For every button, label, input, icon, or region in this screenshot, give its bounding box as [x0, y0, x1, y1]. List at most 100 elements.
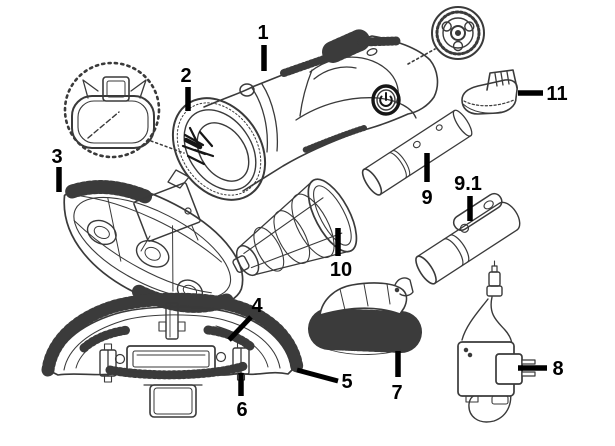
charger-barrel-plug	[486, 260, 503, 297]
tube-lock-hole-2	[435, 124, 443, 131]
cone-rim-outer	[307, 178, 358, 253]
port-screw-left	[114, 353, 126, 365]
adapter-opening	[415, 255, 437, 285]
brush-canopy	[319, 282, 408, 316]
grip-ridges-front	[280, 53, 334, 77]
part-drawing-charger	[457, 260, 536, 423]
head-roller-left	[86, 219, 117, 246]
part-label-5: 5	[341, 371, 352, 393]
head-plate-hole	[184, 207, 192, 215]
suction-port-outer	[126, 345, 216, 373]
top-button	[239, 83, 255, 97]
cap-hub-dot	[454, 29, 462, 37]
inner-tufts-bottom	[105, 361, 249, 380]
suction-port-inner	[132, 350, 210, 368]
part-drawing-main-body	[203, 29, 439, 192]
cap-hole-3	[452, 40, 464, 52]
cap-hole-2	[464, 21, 475, 32]
front-band-2	[261, 83, 279, 152]
bottom-view-outer-bristles	[41, 292, 304, 377]
head-pivot	[135, 239, 170, 268]
part-label-11: 11	[546, 83, 567, 105]
part-label-3: 3	[51, 146, 62, 168]
power-button-icon	[371, 84, 401, 116]
roller-left	[99, 343, 117, 383]
tube-opening	[361, 168, 383, 196]
charger-prong-top	[521, 359, 536, 365]
grip-collar-ridges	[322, 29, 371, 63]
head-bristles-left	[65, 180, 155, 205]
nozzle-base	[461, 79, 518, 115]
adapter-clip	[452, 192, 503, 232]
handle-front-edge	[299, 69, 313, 117]
brush-stub	[394, 277, 414, 297]
grip-ridges-rear	[357, 36, 401, 47]
tube-end	[452, 109, 473, 137]
part-label-4: 4	[251, 295, 263, 317]
part-label-1: 1	[257, 22, 268, 44]
nose-rim-inner	[183, 109, 257, 191]
charger-foot-left	[465, 395, 479, 403]
nozzle-seam	[463, 99, 515, 107]
part-label-9: 9	[421, 187, 432, 209]
bottom-texture	[302, 125, 367, 153]
handle-panel-lower	[295, 97, 417, 121]
handle-panel-inner	[313, 66, 357, 80]
port-screw-right	[215, 351, 227, 363]
seal-tab-right	[130, 79, 147, 99]
top-pin	[158, 302, 186, 340]
inset-connector-dots	[150, 140, 185, 154]
part-label-10: 10	[330, 259, 352, 281]
cap-texture-ring	[435, 10, 481, 56]
handle-panel-upper	[309, 56, 399, 104]
detail-inset-circle	[63, 61, 185, 159]
nozzle-block	[486, 69, 518, 91]
charger-prong-bottom	[521, 371, 536, 377]
part-label-7: 7	[391, 382, 402, 404]
seal-tab-left	[82, 79, 99, 99]
charger-foot-right	[491, 395, 509, 405]
front-band-1	[251, 87, 269, 153]
part-label-8: 8	[552, 358, 563, 380]
head-plate	[133, 182, 201, 242]
part-label-2: 2	[180, 65, 191, 87]
cone-nub	[232, 255, 250, 273]
cap-hub	[450, 25, 466, 41]
inner-tufts-left	[79, 325, 133, 353]
part-drawing-brush-attachment	[308, 277, 422, 355]
seal-dash-mark	[87, 111, 120, 139]
part-drawing-filter-cone	[232, 178, 358, 277]
diagram-art	[41, 6, 536, 423]
cap-hole-1	[441, 21, 452, 32]
part-drawing-rear-cap	[431, 6, 485, 60]
part-label-9-1: 9.1	[454, 173, 482, 195]
part-label-6: 6	[236, 399, 247, 421]
cone-rim-inner	[313, 185, 352, 246]
nose-opening	[196, 122, 250, 182]
part-drawing-head-bottom-view	[41, 292, 304, 418]
nozzle-base-edge	[462, 103, 502, 114]
leader-lines	[56, 45, 547, 396]
part-drawing-nozzle-attachment	[461, 69, 518, 115]
cap-inner	[442, 17, 474, 49]
brush-bristles	[308, 308, 422, 353]
neck-connector	[143, 384, 203, 418]
adapter-clip-hole	[483, 200, 494, 210]
nose-latch-scribble	[181, 126, 215, 166]
inset-dotted-circle	[63, 61, 161, 159]
bottom-view-inner-wall	[63, 314, 281, 371]
adapter-end	[498, 201, 521, 231]
tube-lock-hole-1	[412, 140, 421, 149]
cap-connector-dots	[407, 48, 436, 65]
seal-latch-inner	[106, 80, 126, 98]
seal-outer	[71, 95, 155, 149]
leader-line-4	[227, 315, 253, 342]
head-deck	[73, 196, 232, 300]
part-drawing-tube-adapter	[415, 192, 521, 285]
handle-slot	[366, 48, 378, 56]
cap-outer	[431, 6, 485, 60]
part-drawing-nose-assembly	[167, 97, 267, 201]
part-labels: 1 2 3 4 5 6 7 8 9 9.1 10 11	[51, 22, 567, 421]
